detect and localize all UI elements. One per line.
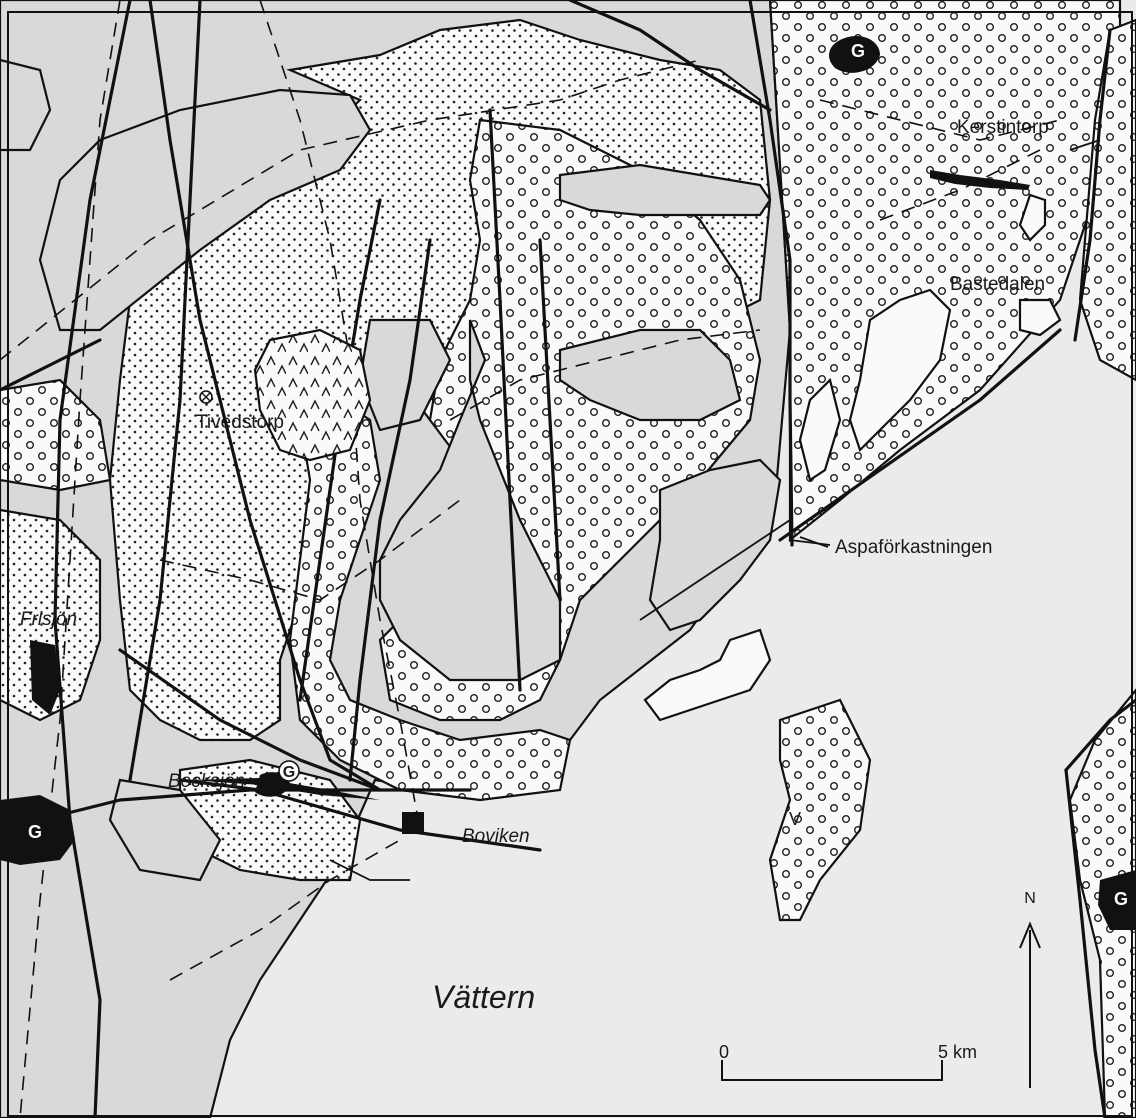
- volcanic-area: [253, 328, 372, 462]
- svg-text:V: V: [789, 809, 801, 829]
- north-arrow-label: N: [1024, 890, 1036, 907]
- svg-text:G: G: [851, 41, 865, 61]
- label-boviken: Boviken: [462, 826, 530, 847]
- label-bastedalen: Bastedalen: [950, 274, 1045, 295]
- aspaforkastningen-leader: [799, 536, 829, 548]
- scale-bar-end-label: 5 km: [938, 1042, 977, 1062]
- tivedstorp-marker-icon: [199, 390, 213, 404]
- granite-bodies: [0, 35, 1136, 930]
- label-vattern: Vättern: [432, 979, 535, 1015]
- label-tivedstorp: Tivedstorp: [196, 412, 284, 433]
- map-frame: [7, 11, 1133, 1117]
- granite-marker-west: G: [28, 822, 42, 842]
- islands: [643, 193, 1062, 722]
- svg-text:G: G: [1114, 889, 1128, 909]
- volcanic-marker: V: [789, 809, 801, 829]
- granite-marker-north: G: [851, 41, 865, 61]
- label-kerstintorp: Kerstintorp: [957, 117, 1049, 138]
- label-frisjon: Frisjön: [20, 609, 77, 630]
- svg-text:G: G: [283, 764, 295, 781]
- thin-lines: [329, 139, 1101, 881]
- label-aspaforkastningen: Aspaförkastningen: [835, 537, 992, 558]
- scale-bar: 0 5 km: [719, 1042, 977, 1081]
- granite-marker-east: G: [1114, 889, 1128, 909]
- scale-bar-start-label: 0: [719, 1042, 729, 1062]
- label-bocksjon: Bocksjön: [168, 771, 245, 792]
- north-arrow-icon: N: [1019, 890, 1041, 1088]
- granite-marker-bocksjon: G: [278, 760, 300, 782]
- svg-text:G: G: [28, 822, 42, 842]
